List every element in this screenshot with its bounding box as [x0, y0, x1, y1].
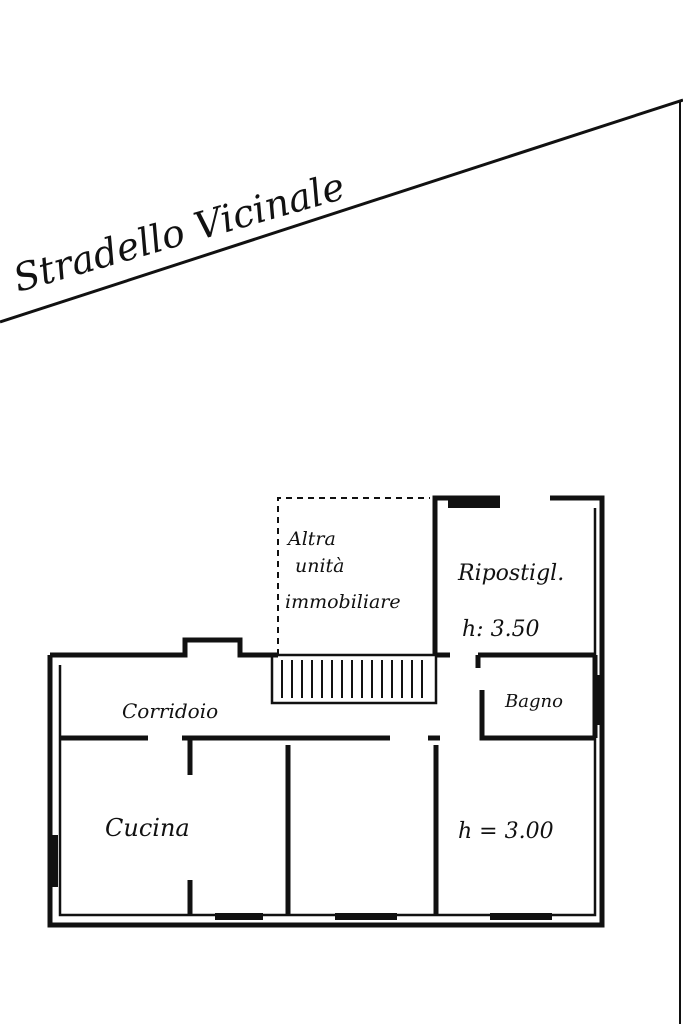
other-unit-label-1: Altra [286, 528, 336, 550]
street-label: Stradello Vicinale [8, 164, 349, 301]
storage-label: Ripostigl. [457, 561, 564, 586]
internal-walls [60, 652, 598, 915]
street-boundary-line [0, 98, 683, 324]
storage-height: h: 3.50 [462, 617, 540, 642]
window-top [448, 500, 500, 508]
other-unit-label-3: immobiliare [285, 591, 401, 613]
room-right-height: h = 3.00 [458, 819, 554, 844]
other-unit-label-2: unità [295, 555, 345, 577]
stairs [270, 653, 438, 705]
kitchen-label: Cucina [105, 814, 190, 842]
other-unit-boundary [277, 497, 430, 655]
windows [52, 675, 602, 920]
corridor-label: Corridoio [122, 699, 218, 723]
bathroom-label: Bagno [504, 691, 563, 712]
